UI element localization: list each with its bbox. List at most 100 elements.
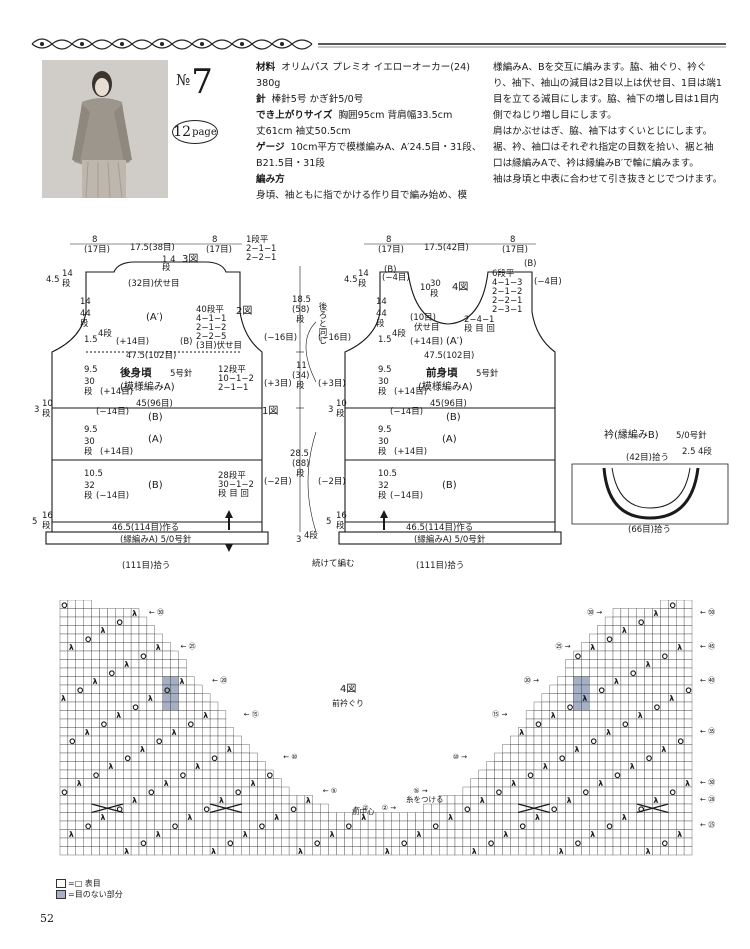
stitch-cell <box>668 616 677 626</box>
chart-symbols: ○λ○λ○λ○λ○λ○λ○λ○λ○λ○λ○λ○λλ○λ○λ○λ○λ○λ○λλ○λ… <box>61 601 692 856</box>
stitch-symbol: λ <box>480 797 484 805</box>
stitch-symbol: ○ <box>662 652 668 660</box>
stitch-cell <box>296 812 306 822</box>
stitch-cell <box>281 795 290 805</box>
stitch-cell <box>241 795 250 805</box>
stitch-cell <box>486 795 495 805</box>
instructions-block: 様編みA、Bを交互に編みます。脇、袖ぐり、衿ぐり、袖下、袖山の減目は2目以上は伏… <box>493 62 723 185</box>
stitch-cell <box>138 786 148 796</box>
stitch-cell <box>676 676 685 686</box>
stitch-cell <box>620 616 629 626</box>
stitch-symbol: ○ <box>117 805 123 813</box>
stitch-cell <box>676 761 685 771</box>
stitch-cell <box>209 727 219 737</box>
stitch-cell <box>107 718 116 728</box>
svg-text:5/0号針: 5/0号針 <box>676 430 707 441</box>
stitch-cell <box>676 659 685 669</box>
stitch-symbol: λ <box>536 814 540 822</box>
stitch-cell <box>83 718 92 728</box>
stitch-symbol: λ <box>299 848 303 856</box>
stitch-cell <box>533 761 543 771</box>
stitch-cell <box>146 846 155 856</box>
stitch-cell <box>415 820 424 830</box>
stitch-cell <box>565 837 574 847</box>
stitch-cell <box>130 803 140 813</box>
stitch-symbol: ○ <box>551 805 557 813</box>
svg-text:8: 8 <box>212 235 217 245</box>
stitch-symbol: λ <box>646 848 650 856</box>
svg-text:3: 3 <box>34 405 39 415</box>
stitch-cell <box>186 769 195 779</box>
stitch-symbol: λ <box>141 746 145 754</box>
stitch-cell <box>91 633 100 643</box>
svg-text:4−1−1: 4−1−1 <box>196 314 226 324</box>
stitch-cell <box>225 812 234 822</box>
stitch-cell <box>620 795 629 805</box>
stitch-cell <box>415 837 424 847</box>
stitch-cell <box>604 812 614 822</box>
stitch-cell <box>83 786 92 796</box>
stitch-cell <box>241 803 250 813</box>
stitch-cell <box>676 718 685 728</box>
row-number-label: ← ⑩ <box>283 753 297 761</box>
stitch-cell <box>162 752 171 762</box>
stitch-cell <box>170 744 179 754</box>
stitch-cell <box>115 693 124 703</box>
stitch-cell <box>249 769 258 779</box>
svg-text:(42目)拾う: (42目)拾う <box>626 452 669 463</box>
stitch-symbol: ○ <box>630 669 636 677</box>
stitch-cell <box>589 761 598 771</box>
svg-text:2−4−1: 2−4−1 <box>464 315 494 325</box>
stitch-cell <box>486 786 495 796</box>
stitch-cell <box>123 616 132 626</box>
stitch-symbol: λ <box>109 763 113 771</box>
stitch-cell <box>557 676 566 686</box>
stitch-cell <box>67 633 76 643</box>
stitch-cell <box>107 752 116 762</box>
stitch-cell <box>399 812 408 822</box>
stitch-cell <box>565 667 574 677</box>
stitch-cell <box>225 786 234 796</box>
stitch-cell <box>115 667 124 677</box>
stitch-symbol: ○ <box>101 720 107 728</box>
stitch-cell <box>217 710 227 720</box>
stitch-cell <box>91 837 100 847</box>
stitch-cell <box>217 820 227 830</box>
stitch-cell <box>178 727 187 737</box>
stitch-cell <box>660 693 669 703</box>
svg-text:続けて編む: 続けて編む <box>312 558 355 569</box>
stitch-cell <box>83 676 92 686</box>
stitch-cell <box>644 820 653 830</box>
svg-text:2−2−1: 2−2−1 <box>246 253 276 263</box>
stitch-cell <box>628 837 637 847</box>
stitch-cell <box>115 735 124 745</box>
stitch-cell <box>91 608 100 618</box>
stitch-cell <box>194 710 203 720</box>
stitch-cell <box>154 727 163 737</box>
stitch-cell <box>154 812 163 822</box>
stitch-cell <box>99 701 108 711</box>
stitch-cell <box>470 778 479 788</box>
stitch-cell <box>439 812 448 822</box>
stitch-cell <box>67 803 76 813</box>
stitch-cell <box>589 812 598 822</box>
stitch-cell <box>446 820 456 830</box>
stitch-symbol: λ <box>591 644 595 652</box>
stitch-cell <box>202 769 211 779</box>
stitch-cell <box>186 752 195 762</box>
stitch-cell <box>91 752 100 762</box>
stitch-cell <box>115 659 124 669</box>
stitch-cell <box>423 829 432 839</box>
stitch-cell <box>162 837 171 847</box>
stitch-cell <box>683 718 693 728</box>
stitch-cell <box>486 812 495 822</box>
stitch-cell <box>431 837 440 847</box>
stitch-cell <box>478 778 487 788</box>
stitch-cell <box>589 795 598 805</box>
stitch-cell <box>265 829 274 839</box>
stitch-cell <box>502 752 511 762</box>
stitch-cell <box>652 829 661 839</box>
row-number-label: ← ⑤ <box>323 787 337 795</box>
svg-text:1.5: 1.5 <box>84 335 98 345</box>
